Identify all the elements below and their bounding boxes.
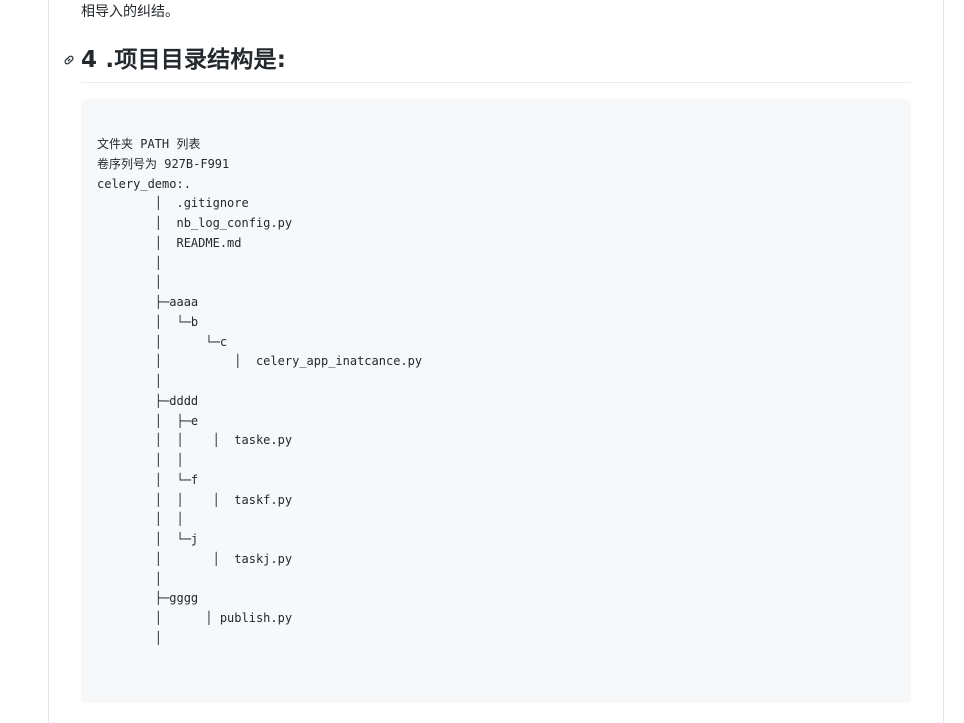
code-line: 卷序列号为 927B-F991 [97, 156, 230, 171]
section-heading: 4 .项目目录结构是: [64, 44, 911, 83]
heading-title: 4 .项目目录结构是: [81, 47, 287, 73]
code-line: │ └─c [97, 334, 228, 349]
code-line: │ nb_log_config.py [97, 216, 293, 230]
code-line: │ │ │ taskf.py [97, 492, 293, 507]
code-line: │ README.md [97, 235, 242, 250]
code-line: │ │ [97, 453, 184, 467]
intro-paragraph: 相导入的纠结。 [81, 4, 179, 20]
code-line: │ └─f [97, 472, 199, 487]
link-icon[interactable] [61, 52, 77, 68]
code-line: ├─gggg [97, 591, 199, 606]
code-line: │ [97, 571, 163, 586]
code-line: │ [97, 630, 163, 645]
code-line: celery_demo:. [97, 176, 191, 191]
code-line: │ │ taskj.py [97, 551, 293, 566]
code-line: ├─dddd [97, 393, 199, 408]
code-line: │ .gitignore [97, 196, 249, 211]
code-line: │ └─b [97, 314, 199, 329]
code-line: │ ├─e [97, 413, 199, 428]
code-line: │ │ [97, 512, 184, 527]
code-line: │ │ │ taske.py [97, 433, 293, 448]
code-line: │ [97, 255, 163, 270]
code-line: │ └─j [97, 532, 199, 546]
code-line: │ │ publish.py [97, 611, 293, 625]
code-line: │ │ celery_app_inatcance.py [97, 354, 423, 369]
code-line: │ [97, 275, 163, 290]
code-line: │ [97, 374, 163, 388]
code-line: ├─aaaa [97, 295, 199, 309]
code-line: 文件夹 PATH 列表 [97, 137, 201, 151]
article-body: 相导入的纠结。 4 .项目目录结构是: 文件夹 PATH 列表卷序列号为 927… [48, 0, 944, 723]
